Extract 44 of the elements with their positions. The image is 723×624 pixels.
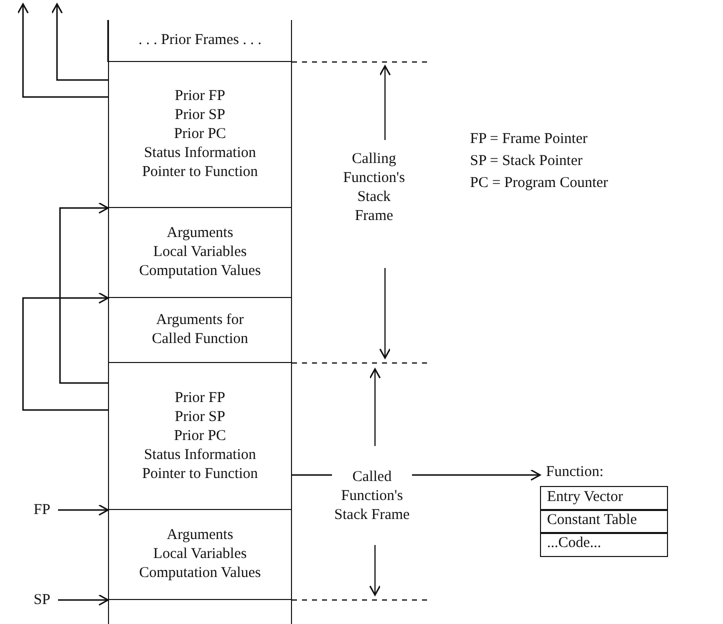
- table-cell: Entry Vector: [540, 486, 668, 511]
- cell-text: Prior SP: [174, 106, 226, 125]
- stack-frame-cell: [108, 363, 292, 510]
- stack-frame-cell: [108, 20, 292, 62]
- cell-text: Prior FP: [174, 388, 226, 408]
- cell-text: Prior FP: [174, 87, 226, 106]
- stack-cell: [108, 600, 292, 624]
- pointer-label: SP: [26, 590, 58, 610]
- cell-text: Local Variables: [153, 545, 247, 564]
- stack-frame-cell: [108, 208, 292, 298]
- cell-text: . . . Prior Frames . . .: [138, 31, 262, 50]
- arrow: [17, 3, 108, 98]
- arrow: [58, 594, 109, 606]
- connector-line: [292, 474, 332, 476]
- abbreviation-note: SP = Stack Pointer: [470, 152, 582, 171]
- cell-text: Arguments for Called Function: [150, 311, 250, 349]
- cell-text: Arguments: [166, 224, 234, 243]
- cell-text: Pointer to Function: [142, 163, 258, 182]
- frame-label: Called Function's Stack Frame: [332, 450, 412, 542]
- cell-text: Local Variables: [153, 243, 247, 262]
- arrow: [22, 292, 109, 411]
- cell-text: Pointer to Function: [142, 464, 258, 484]
- cell-text: Prior PC: [174, 125, 226, 144]
- table-cell: ...Code...: [540, 532, 668, 558]
- cell-text: Status Information: [144, 144, 256, 163]
- table-heading: Function:: [545, 463, 605, 482]
- arrow: [58, 504, 109, 516]
- cell-text: Prior PC: [174, 426, 226, 446]
- cell-text: Arguments: [166, 526, 234, 545]
- abbreviation-note: FP = Frame Pointer: [470, 130, 588, 149]
- table-cell: Constant Table: [540, 509, 668, 534]
- arrow: [51, 3, 108, 81]
- cell-text: Status Information: [144, 446, 256, 464]
- abbreviation-note: PC = Program Counter: [470, 174, 608, 193]
- arrow: [412, 469, 541, 481]
- pointer-label: FP: [26, 500, 58, 520]
- cell-text: Prior SP: [174, 408, 226, 426]
- cell-text: Computation Values: [139, 262, 261, 281]
- stack-frame-cell: [108, 510, 292, 600]
- arrow: [59, 202, 109, 384]
- stack-frame-cell: [108, 298, 292, 363]
- frame-label: Calling Function's Stack Frame: [342, 150, 406, 226]
- cell-text: Computation Values: [139, 564, 261, 583]
- stack-frame-cell: [108, 62, 292, 208]
